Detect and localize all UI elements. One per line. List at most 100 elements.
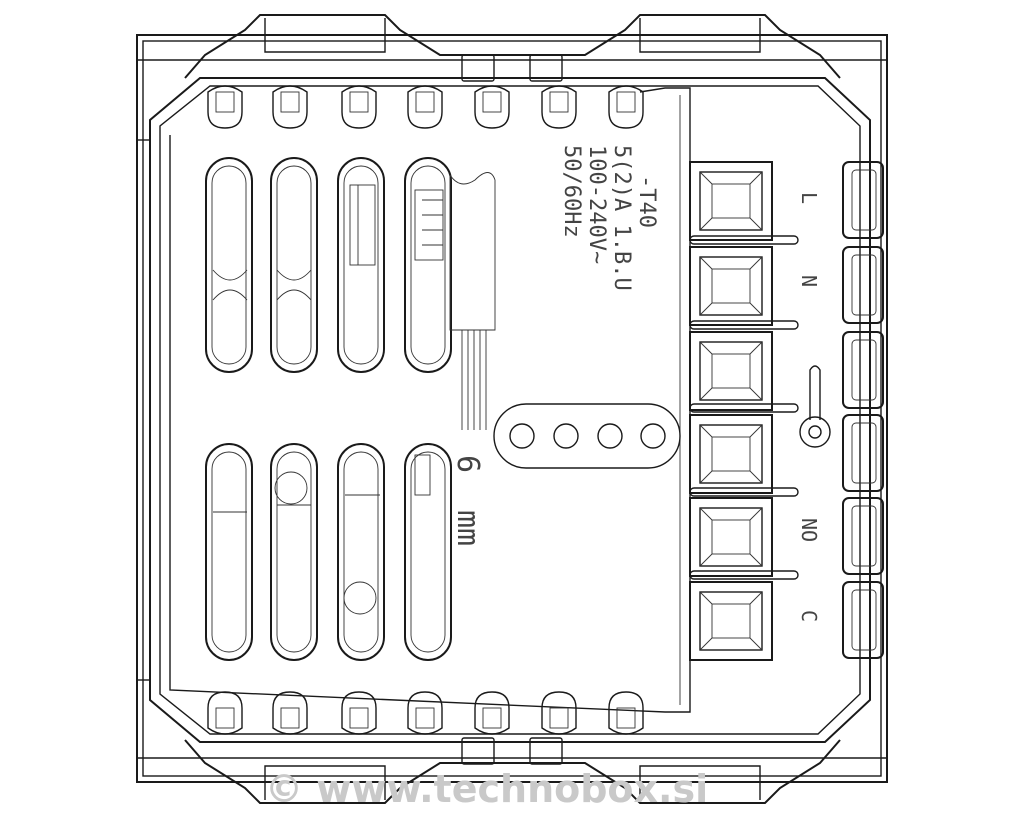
- strip-length-value: 6: [450, 455, 485, 473]
- terminal-label-no: NO: [797, 518, 821, 542]
- terminal-block: [689, 414, 773, 494]
- terminal-bevel: [749, 387, 763, 401]
- strip-length-unit: mm: [450, 510, 485, 546]
- bottom-tab: [608, 691, 644, 735]
- terminal-screw-head: [711, 183, 751, 219]
- top-tab: [608, 85, 644, 129]
- bottom-tab-inner: [415, 707, 435, 729]
- terminal-screw-head: [711, 353, 751, 389]
- terminal-screw-head: [711, 436, 751, 472]
- side-clip: [842, 497, 884, 575]
- screw-terminals: [689, 161, 799, 661]
- bottom-tab: [341, 691, 377, 735]
- terminal-pin: [689, 235, 799, 245]
- rating-line-3: 100-240V~: [584, 145, 609, 264]
- bottom-tab: [541, 691, 577, 735]
- vent-slot-upper: [404, 157, 452, 373]
- terminal-block: [689, 161, 773, 241]
- terminal-bevel: [749, 256, 763, 270]
- terminal-bevel: [699, 637, 713, 651]
- side-clip-inner: [851, 339, 877, 401]
- indicator-hole-2: [553, 423, 579, 449]
- vent-slot-lower-inner: [276, 451, 312, 653]
- vent-slot-lower: [404, 443, 452, 661]
- bottom-tab: [474, 691, 510, 735]
- terminal-bevel: [749, 424, 763, 438]
- side-clips: [842, 161, 884, 659]
- internal-parts: [212, 172, 496, 615]
- locking-tabs: [207, 85, 644, 735]
- bottom-tab: [207, 691, 243, 735]
- terminal-bevel: [699, 424, 713, 438]
- terminal-block: [689, 331, 773, 411]
- terminal-bevel: [749, 591, 763, 605]
- terminal-bevel: [749, 553, 763, 567]
- module-body: [136, 77, 871, 743]
- terminal-bevel: [749, 341, 763, 355]
- bottom-tab-inner: [549, 707, 569, 729]
- terminal-screw: [699, 341, 763, 401]
- bottom-tab-inner: [349, 707, 369, 729]
- rating-label: -T40 5(2)A 1.B.U 100-240V~ 50/60Hz: [559, 145, 659, 291]
- side-clip-inner: [851, 505, 877, 567]
- terminal-bevel: [699, 470, 713, 484]
- side-clip-inner: [851, 254, 877, 316]
- indicator-hole-1: [509, 423, 535, 449]
- terminal-pin: [689, 487, 799, 497]
- top-tab: [407, 85, 443, 129]
- terminal-bevel: [749, 637, 763, 651]
- rating-line-2: 5(2)A 1.B.U: [609, 145, 634, 291]
- terminal-bevel: [699, 256, 713, 270]
- terminal-bevel: [749, 507, 763, 521]
- vent-slot-lower: [337, 443, 385, 661]
- top-tab: [474, 85, 510, 129]
- terminal-bevel: [699, 341, 713, 355]
- vent-slot-upper-inner: [410, 165, 446, 365]
- bottom-tab-inner: [215, 707, 235, 729]
- side-clip: [842, 161, 884, 239]
- top-tab-inner: [482, 91, 502, 113]
- terminal-block: [689, 581, 773, 661]
- ground-symbol: [799, 365, 831, 448]
- terminal-label-l: L: [797, 192, 821, 204]
- vent-slot-upper-inner: [276, 165, 312, 365]
- vent-slot-lower-inner: [343, 451, 379, 653]
- top-tab: [207, 85, 243, 129]
- ventilation-slots: [205, 157, 452, 661]
- side-clip: [842, 414, 884, 492]
- vent-slot-upper-inner: [211, 165, 247, 365]
- mounting-claws: [184, 14, 841, 804]
- terminal-screw-head: [711, 519, 751, 555]
- terminal-bevel: [699, 591, 713, 605]
- vent-slot-lower-inner: [211, 451, 247, 653]
- bottom-tab-inner: [616, 707, 636, 729]
- terminal-bevel: [749, 470, 763, 484]
- terminal-screw: [699, 591, 763, 651]
- bottom-tab-inner: [482, 707, 502, 729]
- top-tab: [541, 85, 577, 129]
- mounting-frame: [136, 34, 888, 783]
- terminal-label-n: N: [797, 275, 821, 287]
- terminal-label-c: C: [797, 610, 821, 622]
- indicator-hole-4: [640, 423, 666, 449]
- side-clip-inner: [851, 169, 877, 231]
- terminal-pin: [689, 570, 799, 580]
- terminal-bevel: [699, 507, 713, 521]
- bottom-tab: [272, 691, 308, 735]
- vent-slot-lower: [205, 443, 253, 661]
- terminal-bevel: [749, 217, 763, 231]
- terminal-bevel: [699, 171, 713, 185]
- terminal-bevel: [699, 217, 713, 231]
- terminal-screw: [699, 507, 763, 567]
- top-tab-inner: [415, 91, 435, 113]
- terminal-screw-head: [711, 268, 751, 304]
- top-tab: [341, 85, 377, 129]
- rating-line-4: 50/60Hz: [559, 145, 584, 238]
- top-tab-inner: [280, 91, 300, 113]
- bottom-tab-inner: [280, 707, 300, 729]
- vent-slot-lower-inner: [410, 451, 446, 653]
- vent-slot-lower: [270, 443, 318, 661]
- vent-slot-upper: [270, 157, 318, 373]
- side-clip-inner: [851, 422, 877, 484]
